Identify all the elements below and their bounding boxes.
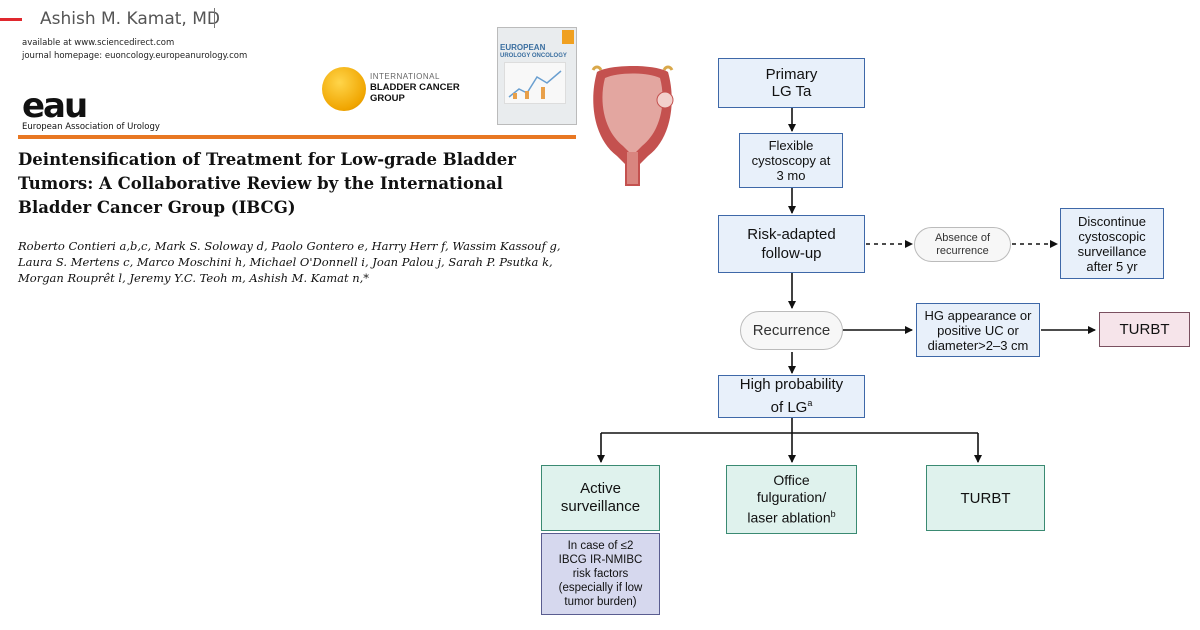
available-at-text: available at www.sciencedirect.com (22, 38, 175, 48)
active-line1: Active (580, 480, 621, 497)
header-divider (214, 8, 215, 28)
ir-nmibc-note-box: In case of ≤2 IBCG IR-NMIBC risk factors (e… (541, 533, 660, 615)
ibcg-logo-small-text: INTERNATIONAL (370, 72, 440, 81)
cover-title-line1: EUROPEAN (500, 43, 546, 52)
ibcg-line1: BLADDER CANCER (370, 82, 460, 93)
ibcg-line2: GROUP (370, 93, 405, 104)
authors-line2: Laura S. Mertens c, Marco Moschini h, Mi… (18, 255, 553, 269)
authors-line3: Morgan Rouprêt l, Jeremy Y.C. Teoh m, As… (18, 271, 370, 285)
paper-authors: Roberto Contieri a,b,c, Mark S. Soloway … (18, 238, 578, 286)
discontinue-line2: cystoscopic (1078, 228, 1146, 244)
absence-line1: Absence of (934, 231, 991, 244)
note-line4: (especially if low (558, 582, 643, 594)
absence-line2: recurrence (936, 244, 989, 257)
ibcg-globe-logo (322, 67, 366, 111)
recurrence-label: Recurrence (752, 322, 831, 339)
discontinue-line1: Discontinue (1078, 213, 1146, 229)
office-line3-text: laser ablation (747, 509, 831, 526)
cover-chart-icon (508, 70, 562, 99)
note-line1: In case of ≤2 (567, 540, 634, 552)
note-line5: tumor burden) (564, 596, 637, 608)
turbt-top-label: TURBT (1119, 321, 1170, 338)
header-orange-rule (18, 135, 576, 139)
journal-cover-graphic (504, 62, 566, 104)
highprob-line2-text: of LG (770, 399, 808, 416)
bladder-illustration (591, 65, 674, 186)
eau-caption: European Association of Urology (22, 122, 160, 132)
highprob-line2: of LGa (740, 394, 843, 417)
office-line2: fulguration/ (756, 489, 827, 506)
office-line3: laser ablationb (747, 506, 835, 527)
turbt-top-box: TURBT (1099, 312, 1190, 347)
ibcg-logo-text: BLADDER CANCER GROUP (370, 82, 460, 104)
cysto-line2: cystoscopy at (751, 153, 831, 168)
cysto-line1: Flexible (768, 138, 814, 153)
hg-line1: HG appearance or (924, 307, 1032, 323)
eau-logo: eau (22, 86, 88, 126)
author-name: Ashish M. Kamat, MD (40, 9, 220, 29)
journal-cover-title: EUROPEAN UROLOGY ONCOLOGY (500, 43, 567, 61)
office-line1: Office (773, 472, 810, 489)
paper-title: Deintensification of Treatment for Low-g… (18, 150, 516, 217)
header-accent-bar (0, 18, 22, 21)
note-line3: risk factors (572, 568, 629, 580)
note-line2: IBCG IR-NMIBC (558, 554, 643, 566)
cysto-line3: 3 mo (776, 168, 806, 183)
journal-homepage-text: journal homepage: euoncology.europeanuro… (22, 51, 248, 61)
primary-line2: LG Ta (771, 83, 812, 100)
risk-line1: Risk-adapted (747, 226, 836, 243)
risk-line2: follow-up (761, 245, 822, 262)
hg-line3: diameter>2–3 cm (927, 337, 1029, 353)
risk-adapted-followup-box: Risk-adapted follow-up (718, 215, 865, 273)
journal-cover-badge (562, 30, 574, 44)
authors-line1: Roberto Contieri a,b,c, Mark S. Soloway … (18, 239, 561, 253)
active-line2: surveillance (560, 498, 641, 515)
highprob-footnote: a (807, 398, 813, 408)
cover-title-line2: UROLOGY ONCOLOGY (500, 53, 567, 59)
turbt-bottom-label: TURBT (960, 489, 1011, 507)
recurrence-pill: Recurrence (740, 311, 843, 350)
primary-line1: Primary (765, 66, 818, 83)
office-footnote: b (830, 509, 836, 520)
highprob-line1: High probability (739, 376, 844, 393)
turbt-bottom-box: TURBT (926, 465, 1045, 531)
hg-line2: positive UC or (937, 322, 1019, 338)
discontinue-line4: after 5 yr (1086, 258, 1138, 274)
discontinue-line3: surveillance (1077, 243, 1147, 259)
